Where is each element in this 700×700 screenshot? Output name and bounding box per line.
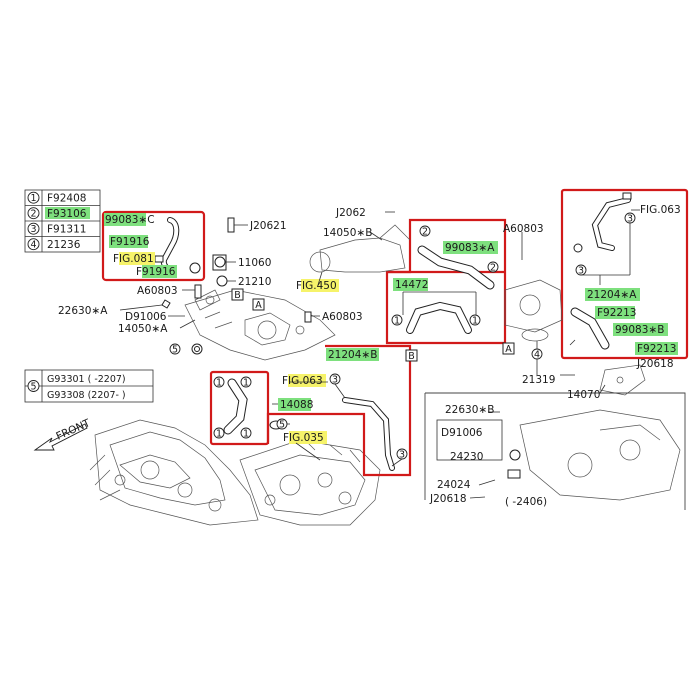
legend-num-2: 2 (30, 209, 36, 220)
label-22630b: 22630∗B (445, 404, 494, 416)
label-a60803-mid: A60803 (322, 311, 363, 323)
svg-text:3: 3 (332, 374, 338, 385)
svg-text:1: 1 (394, 315, 400, 326)
label-14050b: 14050∗B (323, 227, 372, 239)
leader-lines (119, 209, 640, 499)
label-f92213-top: F92213 (597, 307, 636, 319)
label-j20621: J20621 (249, 220, 287, 232)
callout-box-21204a (560, 188, 689, 360)
label-j2062: J2062 (335, 207, 366, 219)
svg-text:1: 1 (216, 377, 222, 388)
intake-manifold-sketch (184, 289, 336, 361)
legend-num-3: 3 (30, 224, 36, 235)
label-a60803-right: A60803 (503, 223, 544, 235)
hose-99083a: 2 2 (417, 225, 499, 290)
svg-text:3: 3 (399, 449, 405, 460)
front-arrow: FRONT (33, 417, 93, 451)
label-d91006-b: D91006 (441, 427, 483, 439)
bracket-14070 (599, 364, 646, 396)
legend-five: 5 G93301 ( -2207) G93308 (2207- ) (24, 369, 154, 403)
label-f91916-bot: F91916 (136, 266, 176, 278)
center-small-parts (161, 217, 312, 355)
svg-text:5: 5 (279, 419, 285, 430)
legend-code-2: F93106 (47, 208, 87, 220)
callout-box-14088 (209, 370, 270, 446)
circle-callouts: 5 5 (169, 343, 288, 430)
intake-pipe-14050b (309, 224, 411, 273)
label-fig081: FIG.081 (113, 253, 154, 265)
legend-code-1: F92408 (47, 193, 86, 205)
label-21204b: 21204∗B (328, 349, 377, 361)
legend5-row-1: G93301 ( -2207) (47, 374, 126, 385)
svg-text:2: 2 (490, 262, 496, 273)
label-a60803-left: A60803 (137, 285, 178, 297)
label-fig035: FIG.035 (283, 432, 324, 444)
label-range-2406: ( -2406) (505, 496, 547, 508)
svg-text:1: 1 (472, 315, 478, 326)
hose-21204b: 3 3 (269, 373, 408, 471)
svg-text:1: 1 (243, 377, 249, 388)
label-14050a: 14050∗A (118, 323, 168, 335)
label-99083a: 99083∗A (445, 242, 495, 254)
legend5-row-2: G93308 (2207- ) (47, 390, 126, 401)
legend-code-4: 21236 (47, 239, 81, 251)
legend-num-1: 1 (30, 193, 36, 204)
svg-text:1: 1 (216, 428, 222, 439)
throttle-21319: 4 (504, 279, 563, 375)
label-21319: 21319 (522, 374, 555, 386)
box-letter-a-left: A (255, 300, 262, 311)
label-14070: 14070 (567, 389, 600, 401)
label-f91916-top: F91916 (110, 236, 150, 248)
label-fig063-mid: FIG.063 (282, 375, 323, 387)
box-letter-b-right: B (408, 351, 415, 362)
label-99083b: 99083∗B (615, 324, 664, 336)
label-11060: 11060 (238, 257, 271, 269)
label-99083c: 99083∗C (105, 214, 155, 226)
callout-box-21204b (266, 344, 412, 477)
callout-box-99083c (101, 210, 206, 282)
hose-21204a: 3 3 (570, 192, 636, 350)
svg-text:5: 5 (172, 344, 178, 355)
label-fig450: FIG.450 (296, 280, 337, 292)
legend-code-3: F91311 (47, 224, 86, 236)
svg-text:3: 3 (627, 213, 633, 224)
svg-text:1: 1 (243, 428, 249, 439)
svg-text:3: 3 (578, 265, 584, 276)
legend-num-4: 4 (30, 240, 36, 251)
label-14088: 14088 (280, 399, 313, 411)
label-f92213-bot: F92213 (637, 343, 676, 355)
svg-text:2: 2 (422, 226, 428, 237)
box-letter-b-left: B (234, 290, 241, 301)
label-d91006: D91006 (125, 311, 167, 323)
label-22630a: 22630∗A (58, 305, 108, 317)
label-21210: 21210 (238, 276, 271, 288)
legend-codes: 1 F92408 2 F93106 3 F91311 4 21236 (24, 189, 101, 253)
label-j20618-right: J20618 (636, 358, 674, 370)
hose-14088: 1 1 1 1 (213, 376, 252, 439)
label-24230: 24230 (450, 451, 483, 463)
box-letters: B A B A (231, 288, 515, 362)
label-21204a: 21204∗A (587, 289, 637, 301)
front-label: FRONT (54, 417, 92, 443)
engine-block-sketch (89, 419, 381, 526)
box-letter-a-right: A (505, 344, 512, 355)
label-j20618-b: J20618 (429, 493, 467, 505)
inset-panel (424, 392, 686, 510)
label-24024: 24024 (437, 479, 471, 491)
hose-14472: 1 1 (391, 291, 481, 334)
label-14472: 14472 (395, 279, 428, 291)
part-labels: 99083∗C F91916 FIG.081 F91916 J20621 110… (58, 204, 681, 508)
svg-text:4: 4 (534, 349, 540, 360)
label-fig063-right: FIG.063 (640, 204, 681, 216)
legend5-num: 5 (30, 381, 36, 392)
